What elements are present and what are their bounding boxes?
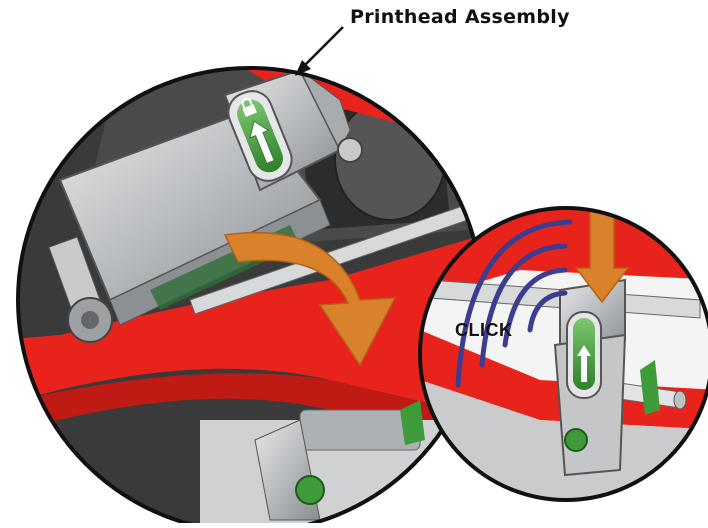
release-knob [295, 475, 325, 505]
media-ribbon [18, 230, 482, 420]
lock-icon [241, 97, 257, 117]
printhead-assembly [48, 68, 482, 343]
printhead-assembly-label: Printhead Assembly [350, 6, 570, 28]
callout-arrow-icon [295, 26, 344, 76]
sound-wave-icon [455, 219, 573, 388]
small-circle-border [418, 206, 708, 502]
green-release-lever [227, 90, 293, 182]
up-arrow-icon [249, 120, 275, 165]
click-label: CLICK [455, 320, 513, 340]
curved-arrow-icon [223, 231, 397, 367]
